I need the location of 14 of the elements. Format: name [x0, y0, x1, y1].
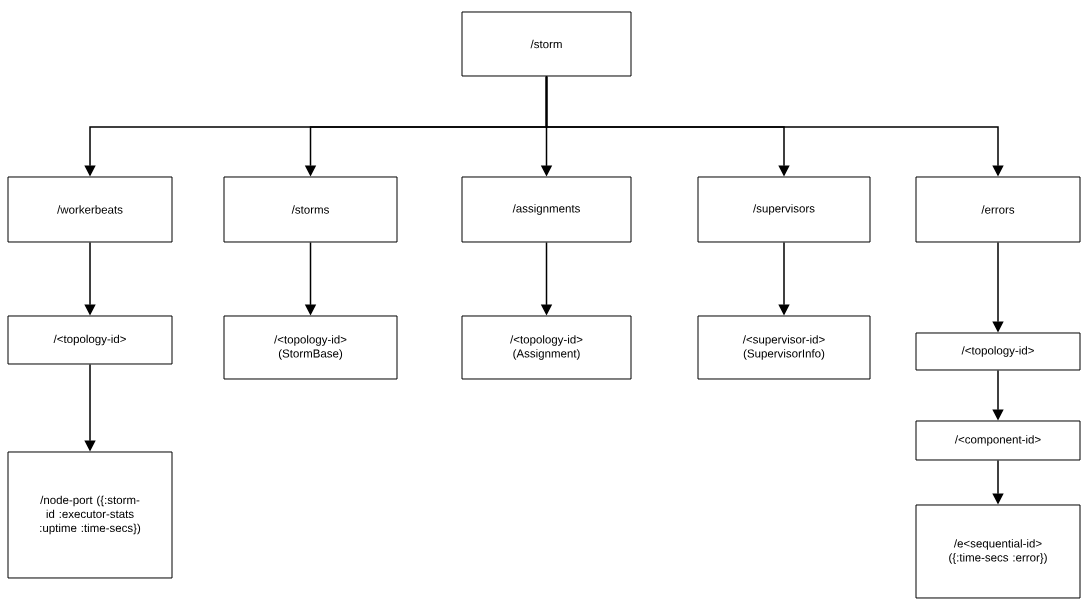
- box: /storm: [461, 11, 632, 77]
- box: /e<sequential-id> ({:time-secs :error}): [915, 504, 1081, 599]
- box: /workerbeats: [7, 176, 173, 243]
- box: /<component-id>: [915, 420, 1081, 461]
- box: /errors: [915, 176, 1081, 243]
- box: /<topology-id> (Assignment): [461, 315, 632, 380]
- box: /node-port ({:storm-id :executor-stats :uptime :time-secs}): [7, 451, 173, 579]
- box: /assignments: [461, 176, 632, 243]
- box: /<topology-id>: [915, 332, 1081, 371]
- box: /<supervisor-id> (SupervisorInfo): [697, 315, 871, 380]
- box: /supervisors: [697, 176, 871, 243]
- box: /storms: [223, 176, 398, 243]
- box: /<topology-id>: [7, 315, 173, 365]
- box: /<topology-id> (StormBase): [223, 315, 398, 380]
